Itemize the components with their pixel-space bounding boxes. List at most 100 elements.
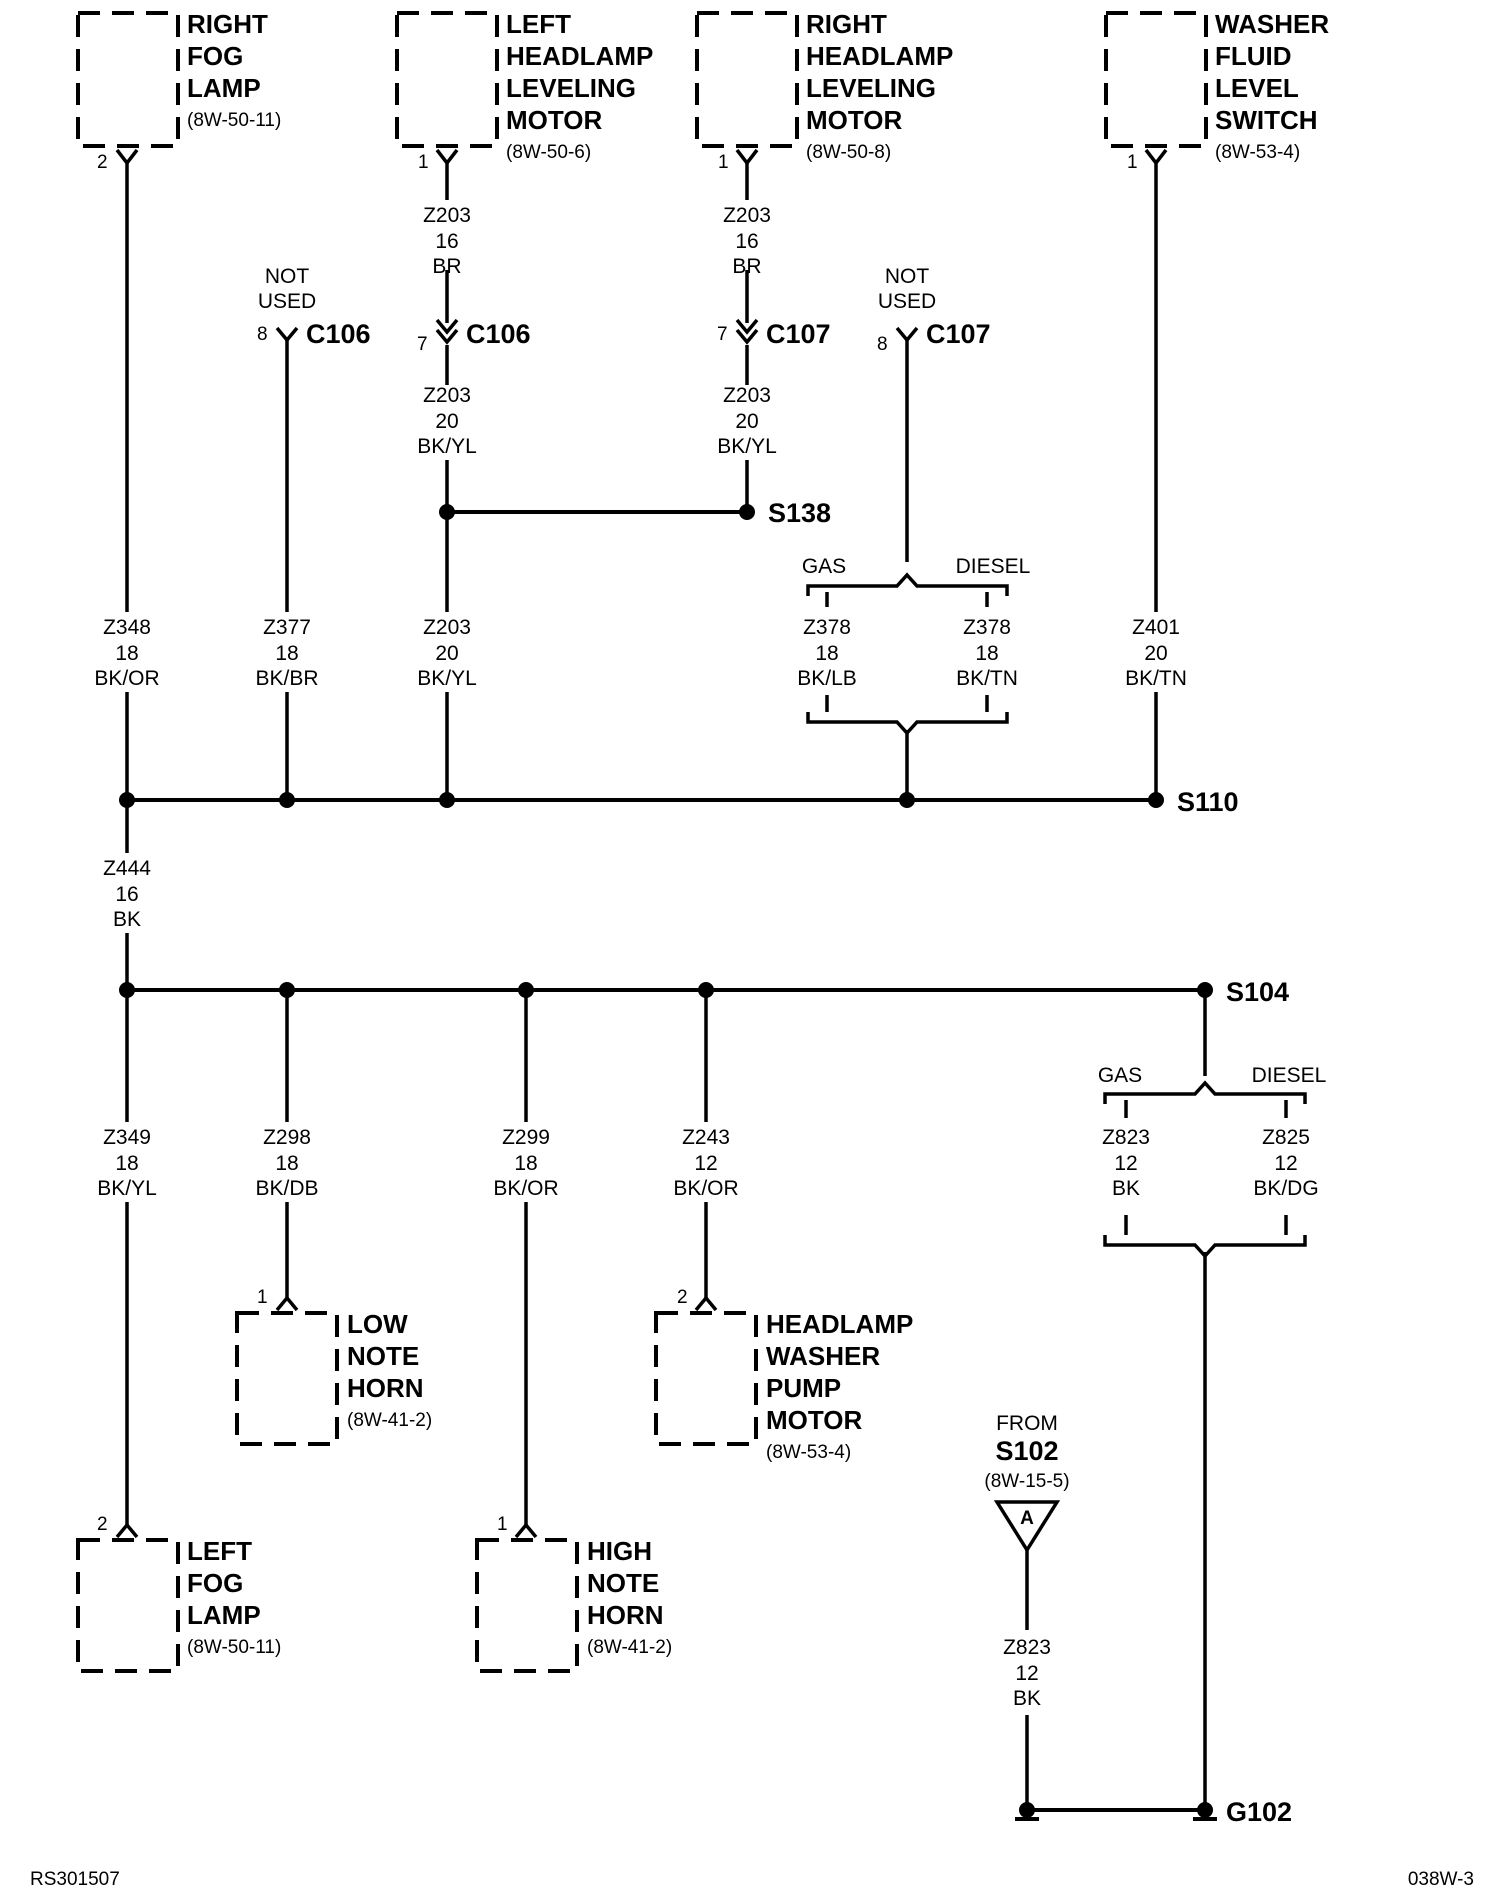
svg-text:NOTE: NOTE xyxy=(347,1341,419,1371)
svg-text:MOTOR: MOTOR xyxy=(766,1405,863,1435)
wire-label-z203-mid-left: Z203 20 BK/YL xyxy=(417,384,477,458)
svg-text:18: 18 xyxy=(275,1152,298,1175)
svg-text:(8W-50-11): (8W-50-11) xyxy=(187,110,281,131)
option-bracket-upper: GAS DIESEL xyxy=(802,555,1031,736)
svg-text:18: 18 xyxy=(815,642,838,665)
top-pin-terminals xyxy=(115,148,1168,166)
wire-label-z203-upper-left: Z203 16 BR xyxy=(423,204,471,278)
svg-text:20: 20 xyxy=(735,410,758,433)
bottom-pin-terminals xyxy=(115,1295,718,1539)
svg-text:MOTOR: MOTOR xyxy=(806,105,903,135)
svg-text:DIESEL: DIESEL xyxy=(956,555,1031,578)
left-headlamp-leveling-motor: LEFT HEADLAMP LEVELING MOTOR (8W-50-6) 1 xyxy=(395,9,653,173)
svg-text:BK/OR: BK/OR xyxy=(493,1177,558,1200)
svg-text:Z825: Z825 xyxy=(1262,1126,1310,1149)
svg-text:BK/YL: BK/YL xyxy=(717,435,777,458)
svg-text:FLUID: FLUID xyxy=(1215,41,1292,71)
wire-label-z298: Z298 18 BK/DB xyxy=(252,1122,322,1202)
svg-text:BR: BR xyxy=(732,255,761,278)
svg-text:BK/YL: BK/YL xyxy=(417,667,477,690)
svg-text:SWITCH: SWITCH xyxy=(1215,105,1318,135)
diagram-code-right: 038W-3 xyxy=(1408,1869,1474,1890)
svg-text:1: 1 xyxy=(497,1514,508,1535)
svg-text:18: 18 xyxy=(275,642,298,665)
svg-text:HEADLAMP: HEADLAMP xyxy=(806,41,953,71)
left-fog-lamp: 2 LEFT FOG LAMP (8W-50-11) xyxy=(76,1514,281,1673)
svg-text:RIGHT: RIGHT xyxy=(187,9,268,39)
svg-text:Z349: Z349 xyxy=(103,1126,151,1149)
svg-text:Z348: Z348 xyxy=(103,616,151,639)
svg-text:Z401: Z401 xyxy=(1132,616,1180,639)
svg-text:LEFT: LEFT xyxy=(187,1536,252,1566)
svg-text:1: 1 xyxy=(418,152,429,173)
svg-text:18: 18 xyxy=(514,1152,537,1175)
svg-text:NOT: NOT xyxy=(265,265,310,288)
svg-text:16: 16 xyxy=(735,230,758,253)
wire-label-z203-lower: Z203 20 BK/YL xyxy=(412,612,482,692)
svg-text:LEVEL: LEVEL xyxy=(1215,73,1299,103)
svg-text:HIGH: HIGH xyxy=(587,1536,652,1566)
svg-text:BK: BK xyxy=(1013,1687,1041,1710)
svg-text:(8W-41-2): (8W-41-2) xyxy=(347,1410,432,1431)
svg-text:1: 1 xyxy=(257,1287,268,1308)
svg-text:12: 12 xyxy=(1274,1152,1297,1175)
svg-text:12: 12 xyxy=(1015,1662,1038,1685)
svg-text:BK/DB: BK/DB xyxy=(255,1177,318,1200)
svg-text:12: 12 xyxy=(1114,1152,1137,1175)
svg-text:18: 18 xyxy=(975,642,998,665)
wire-label-z823-gas: Z823 12 BK xyxy=(1102,1126,1150,1200)
svg-text:BK/OR: BK/OR xyxy=(94,667,159,690)
svg-text:LEVELING: LEVELING xyxy=(806,73,936,103)
splice-s138: S138 xyxy=(439,498,831,528)
svg-text:(8W-50-11): (8W-50-11) xyxy=(187,1637,281,1658)
svg-text:2: 2 xyxy=(97,1514,108,1535)
svg-text:Z243: Z243 xyxy=(682,1126,730,1149)
right-headlamp-leveling-motor: RIGHT HEADLAMP LEVELING MOTOR (8W-50-8) … xyxy=(695,9,953,173)
svg-text:FOG: FOG xyxy=(187,41,243,71)
svg-text:C106: C106 xyxy=(306,319,371,349)
svg-text:Z203: Z203 xyxy=(423,384,471,407)
svg-text:Z203: Z203 xyxy=(423,204,471,227)
connector-c107-unused: NOT USED 8 C107 xyxy=(877,265,991,355)
wire-label-z349: Z349 18 BK/YL xyxy=(92,1122,162,1202)
high-note-horn: 1 HIGH NOTE HORN (8W-41-2) xyxy=(475,1514,672,1673)
from-s102-reference: FROM S102 (8W-15-5) A Z823 12 BK xyxy=(984,1412,1070,1810)
svg-text:NOTE: NOTE xyxy=(587,1568,659,1598)
splice-s104: S104 xyxy=(119,977,1289,1007)
wire-label-z377: Z377 18 BK/BR xyxy=(252,612,322,692)
svg-text:BK: BK xyxy=(113,908,141,931)
svg-text:BK/TN: BK/TN xyxy=(956,667,1018,690)
wire-label-z378-gas: Z378 18 BK/LB xyxy=(797,616,857,690)
svg-text:(8W-50-6): (8W-50-6) xyxy=(506,142,591,163)
svg-text:1: 1 xyxy=(718,152,729,173)
splice-s110: S110 xyxy=(119,787,1239,817)
svg-text:Z823: Z823 xyxy=(1102,1126,1150,1149)
washer-fluid-level-switch: WASHER FLUID LEVEL SWITCH (8W-53-4) 1 xyxy=(1104,9,1329,173)
svg-text:GAS: GAS xyxy=(802,555,846,578)
svg-text:FOG: FOG xyxy=(187,1568,243,1598)
svg-text:2: 2 xyxy=(677,1287,688,1308)
svg-text:RIGHT: RIGHT xyxy=(806,9,887,39)
svg-text:BK/DG: BK/DG xyxy=(1253,1177,1318,1200)
svg-text:PUMP: PUMP xyxy=(766,1373,841,1403)
svg-text:(8W-53-4): (8W-53-4) xyxy=(766,1442,851,1463)
svg-text:FROM: FROM xyxy=(996,1412,1058,1435)
svg-text:WASHER: WASHER xyxy=(766,1341,880,1371)
svg-text:7: 7 xyxy=(717,324,728,345)
svg-text:LAMP: LAMP xyxy=(187,73,261,103)
svg-text:A: A xyxy=(1020,1508,1034,1529)
svg-text:(8W-41-2): (8W-41-2) xyxy=(587,1637,672,1658)
svg-text:S138: S138 xyxy=(768,498,831,528)
svg-text:(8W-15-5): (8W-15-5) xyxy=(984,1471,1069,1492)
wire-label-z825-diesel: Z825 12 BK/DG xyxy=(1253,1126,1318,1200)
svg-text:Z299: Z299 xyxy=(502,1126,550,1149)
svg-text:8: 8 xyxy=(257,324,268,345)
wire-z444: Z444 16 BK xyxy=(92,800,162,990)
svg-text:2: 2 xyxy=(97,152,108,173)
svg-text:S104: S104 xyxy=(1226,977,1289,1007)
svg-text:BK/BR: BK/BR xyxy=(255,667,318,690)
svg-text:BK/LB: BK/LB xyxy=(797,667,857,690)
svg-text:7: 7 xyxy=(417,334,428,355)
svg-text:USED: USED xyxy=(258,290,316,313)
svg-text:20: 20 xyxy=(1144,642,1167,665)
